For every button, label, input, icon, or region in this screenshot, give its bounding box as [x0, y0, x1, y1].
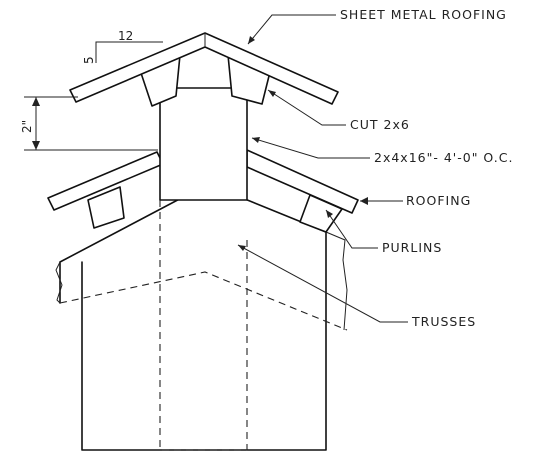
label-trusses: TRUSSES: [411, 314, 476, 329]
purlin-left: [87, 186, 125, 229]
label-purlins: PURLINS: [382, 240, 442, 255]
vent-gap-dimension: 2": [20, 96, 158, 151]
vent-stud-post: [159, 87, 248, 201]
lower-roofing: [47, 149, 359, 233]
vent-gap-label: 2": [20, 120, 34, 133]
leader-lines: [237, 14, 408, 323]
hidden-lines: [59, 200, 348, 451]
label-cut-2x6: CUT 2x6: [350, 117, 410, 132]
slope-indicator: 12 5: [82, 29, 163, 64]
slope-rise-label: 5: [82, 56, 96, 64]
purlin-right: [299, 194, 343, 233]
label-roofing: ROOFING: [406, 193, 471, 208]
label-studs: 2x4x16"- 4'-0" O.C.: [374, 150, 513, 165]
slope-run-label: 12: [118, 29, 133, 43]
label-sheet-metal-roofing: SHEET METAL ROOFING: [340, 7, 507, 22]
